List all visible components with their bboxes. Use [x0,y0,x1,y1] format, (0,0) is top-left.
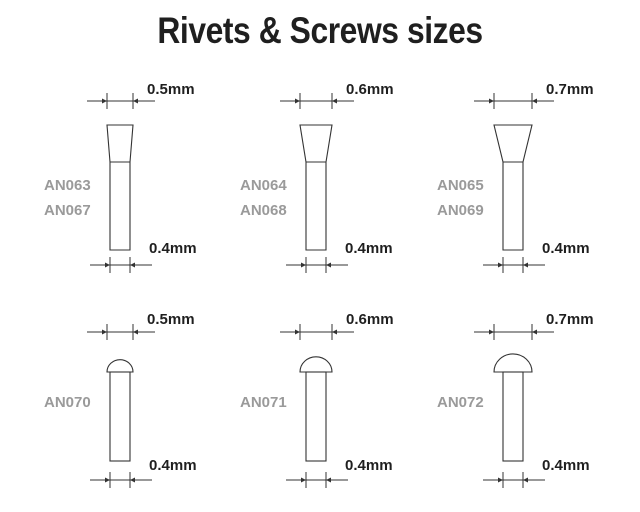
rivet-2-shank-dim-arrow-right [326,262,331,268]
rivet-6-head-dim-arrow-right [532,329,537,335]
rivet-1-head-dim-label: 0.5mm [147,81,195,98]
rivet-5-head-dim-label: 0.6mm [346,311,394,328]
rivet-1-head-dim-arrow-left [102,98,107,104]
rivet-6-shank-dim-arrow-left [498,477,503,483]
rivet-5-shank-dim-arrow-left [301,477,306,483]
rivet-1-shank-dim-arrow-left [105,262,110,268]
page-title: Rivets & Screws sizes [157,10,483,51]
rivet-4-shank-dim-label: 0.4mm [149,457,197,474]
rivet-1-code-2: AN067 [44,202,91,219]
rivet-1-code-1: AN063 [44,177,91,194]
rivet-3-shank-dim-label: 0.4mm [542,240,590,257]
rivet-4-head-dim-arrow-right [133,329,138,335]
rivet-4-shank-dim-arrow-left [105,477,110,483]
rivet-6-head-dim-label: 0.7mm [546,311,594,328]
rivet-5-head-dim-arrow-right [332,329,337,335]
rivet-2-head-dim-arrow-left [295,98,300,104]
rivet-2-shank-dim-arrow-left [301,262,306,268]
rivet-5-shank [305,371,327,462]
rivet-1-body [106,124,134,251]
rivet-2-body [299,124,333,251]
rivet-6-head-dim-arrow-left [489,329,494,335]
rivet-3-code-2: AN069 [437,202,484,219]
rivet-3-head-dim-label: 0.7mm [546,81,594,98]
rivet-2-code-1: AN064 [240,177,287,194]
rivet-5-shank-dim-arrow-right [326,477,331,483]
rivet-3-code-1: AN065 [437,177,484,194]
rivet-5-head-dim-arrow-left [295,329,300,335]
rivet-2-shank-dim-label: 0.4mm [345,240,393,257]
rivet-1-shank-dim-arrow-right [130,262,135,268]
rivet-2-code-2: AN068 [240,202,287,219]
rivet-5-shank-dim-label: 0.4mm [345,457,393,474]
rivet-6-head [493,353,533,373]
rivet-6-shank-dim-arrow-right [523,477,528,483]
rivet-4-shank [109,371,131,462]
rivet-4-head [106,359,134,373]
rivet-3-head-dim-arrow-right [532,98,537,104]
rivet-1-head-dim-arrow-right [133,98,138,104]
rivet-5-head [299,356,333,373]
rivet-3-shank-dim-arrow-right [523,262,528,268]
rivet-4-head-dim-arrow-left [102,329,107,335]
rivet-4-shank-dim-arrow-right [130,477,135,483]
rivet-6-code-1: AN072 [437,394,484,411]
rivet-4-code-1: AN070 [44,394,91,411]
rivet-3-head-dim-arrow-left [489,98,494,104]
rivet-6-shank [502,371,524,462]
rivet-2-head-dim-arrow-right [332,98,337,104]
rivet-6-shank-dim-label: 0.4mm [542,457,590,474]
rivet-1-shank-dim-label: 0.4mm [149,240,197,257]
rivet-2-head-dim-label: 0.6mm [346,81,394,98]
rivet-3-body [493,124,533,251]
rivet-4-head-dim-label: 0.5mm [147,311,195,328]
rivet-5-code-1: AN071 [240,394,287,411]
rivet-3-shank-dim-arrow-left [498,262,503,268]
